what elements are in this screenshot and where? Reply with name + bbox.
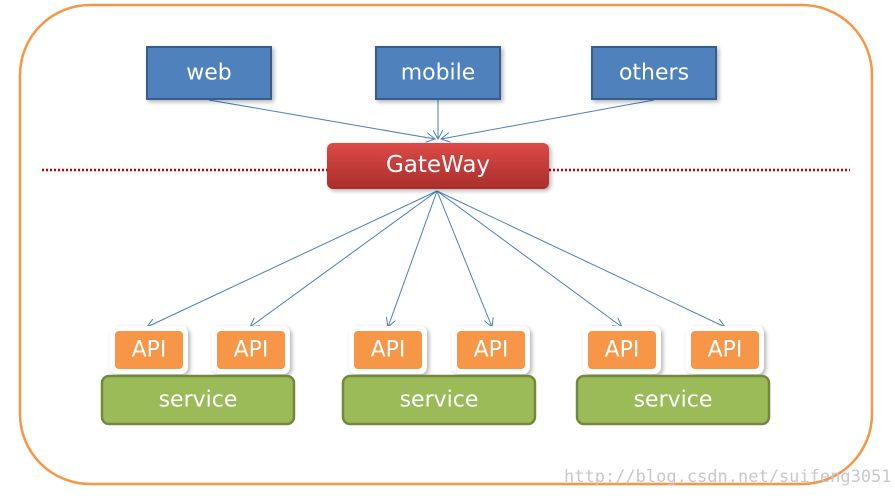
watermark: http://blog.csdn.net/suifeng3051 bbox=[564, 467, 892, 487]
gateway-label: GateWay bbox=[386, 152, 490, 178]
service-group: API API service bbox=[575, 326, 771, 426]
api-label: API bbox=[708, 338, 743, 363]
client-label: others bbox=[619, 61, 689, 86]
arrow-gateway-to-api bbox=[388, 190, 438, 327]
client-web: web bbox=[146, 46, 272, 100]
arrow-gateway-to-api bbox=[436, 190, 622, 327]
arrow-gateway-to-api bbox=[250, 190, 438, 327]
gateway-arrows bbox=[147, 190, 725, 327]
service-group: API API service bbox=[341, 326, 537, 426]
client-arrows bbox=[208, 99, 655, 139]
api-label: API bbox=[605, 338, 640, 363]
arrow-others-to-gateway bbox=[441, 99, 655, 139]
arrow-gateway-to-api bbox=[147, 190, 438, 327]
client-label: web bbox=[186, 61, 232, 86]
service-group: API API service bbox=[100, 326, 296, 426]
client-others: others bbox=[591, 46, 717, 100]
arrow-gateway-to-api bbox=[436, 190, 492, 327]
client-mobile: mobile bbox=[375, 46, 501, 100]
arrow-web-to-gateway bbox=[208, 99, 435, 139]
outer-boundary bbox=[18, 3, 874, 486]
service-label: service bbox=[634, 388, 713, 413]
service-label: service bbox=[159, 388, 238, 413]
gateway-box: GateWay bbox=[327, 143, 549, 189]
arrow-gateway-to-api bbox=[436, 190, 725, 327]
service-label: service bbox=[400, 388, 479, 413]
client-label: mobile bbox=[401, 61, 476, 86]
api-label: API bbox=[474, 338, 509, 363]
api-label: API bbox=[234, 338, 269, 363]
api-label: API bbox=[371, 338, 406, 363]
api-label: API bbox=[132, 338, 167, 363]
